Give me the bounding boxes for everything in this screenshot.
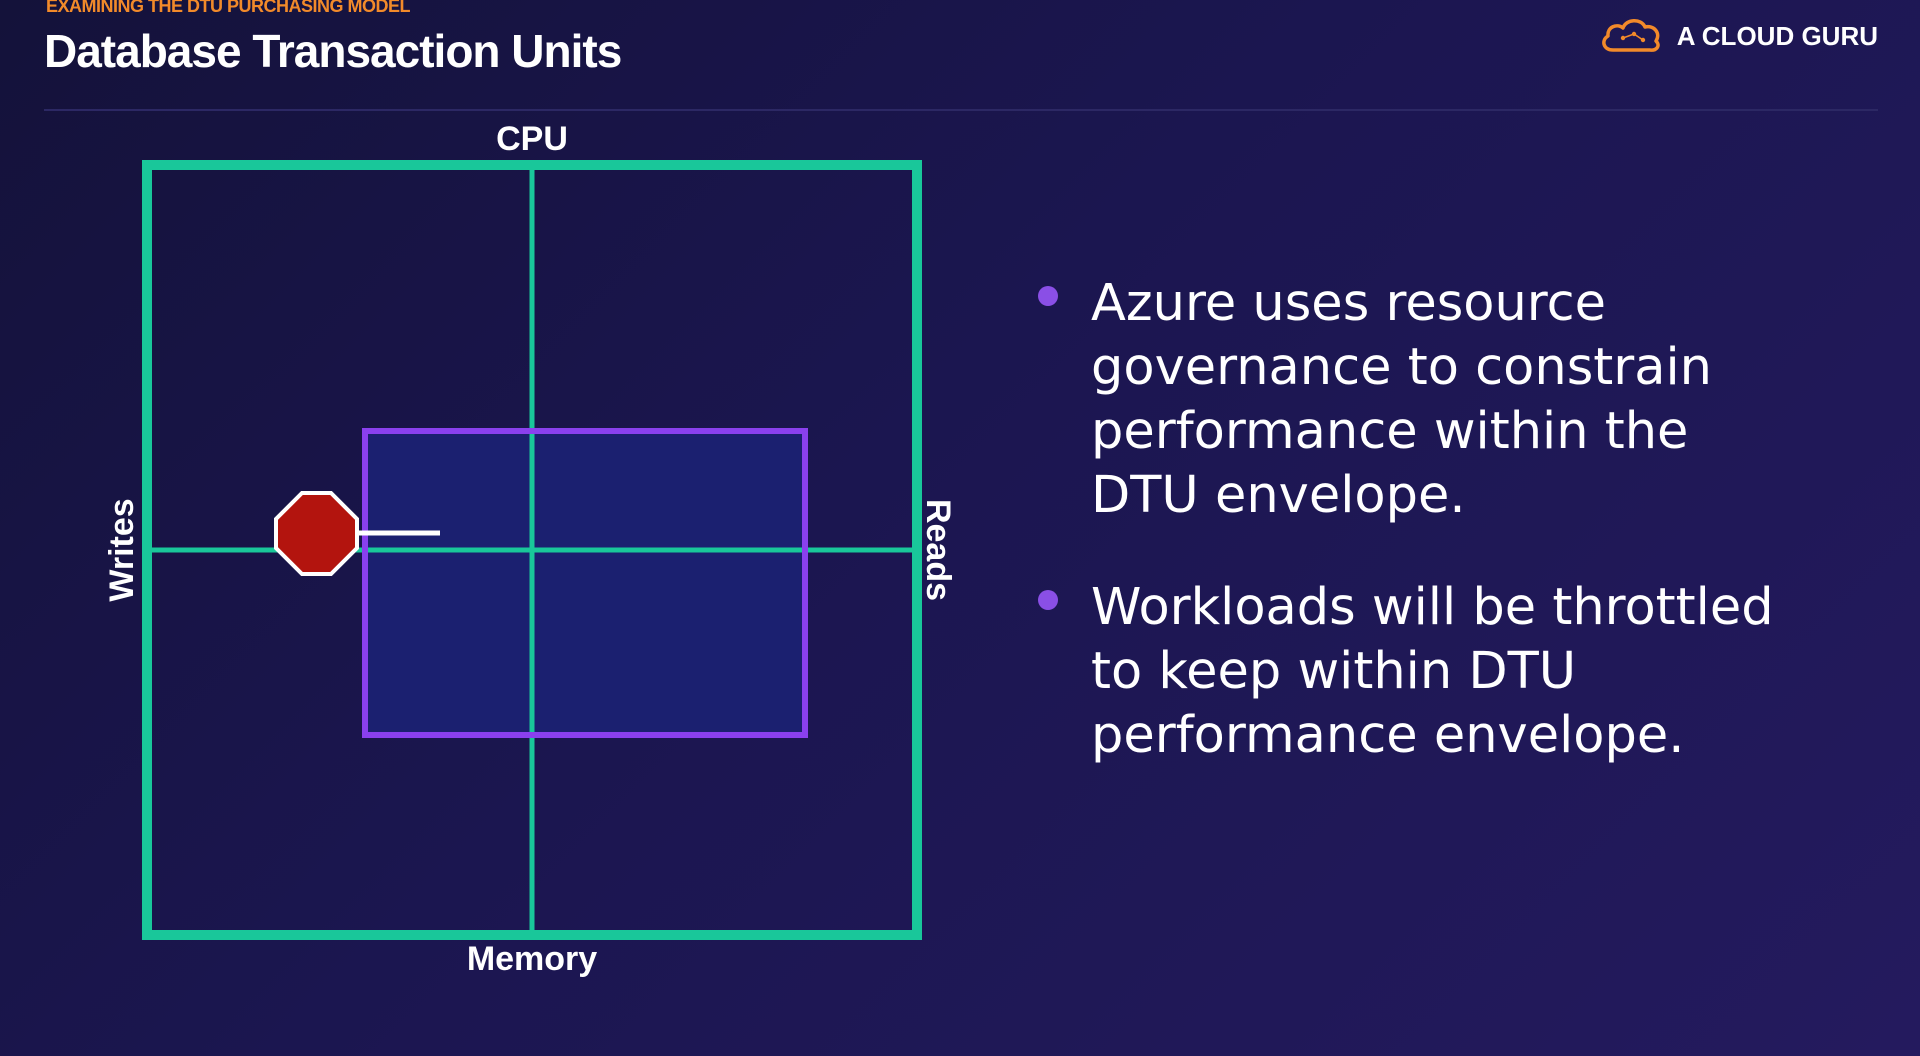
cloud-icon [1601, 19, 1660, 52]
dtu-diagram: CPU Memory Writes Reads [103, 120, 957, 978]
dtu-envelope-box [362, 428, 808, 738]
bullet-item: Azure uses resource governance to constr… [1036, 272, 1836, 528]
section-eyebrow: EXAMINING THE DTU PURCHASING MODEL [46, 0, 411, 16]
bullet-text: Workloads will be throttled to keep with… [1091, 578, 1774, 765]
axis-label-cpu: CPU [496, 120, 568, 158]
bullet-text: Azure uses resource governance to constr… [1091, 274, 1712, 525]
bullet-item: Workloads will be throttled to keep with… [1036, 576, 1836, 768]
bullet-dot-icon [1038, 286, 1058, 306]
page-title: Database Transaction Units [44, 25, 622, 77]
dtu-envelope-fill [365, 431, 805, 735]
bullet-dot-icon [1038, 590, 1058, 610]
bullet-list: Azure uses resource governance to constr… [1036, 272, 1836, 816]
axis-label-memory: Memory [467, 940, 597, 978]
brand-logo: A CLOUD GURU [1599, 16, 1878, 56]
stop-sign-icon [274, 491, 359, 576]
header-divider [44, 109, 1878, 111]
axis-label-writes: Writes [103, 498, 141, 601]
axis-label-reads: Reads [919, 499, 957, 601]
brand-name: A CLOUD GURU [1676, 20, 1878, 51]
